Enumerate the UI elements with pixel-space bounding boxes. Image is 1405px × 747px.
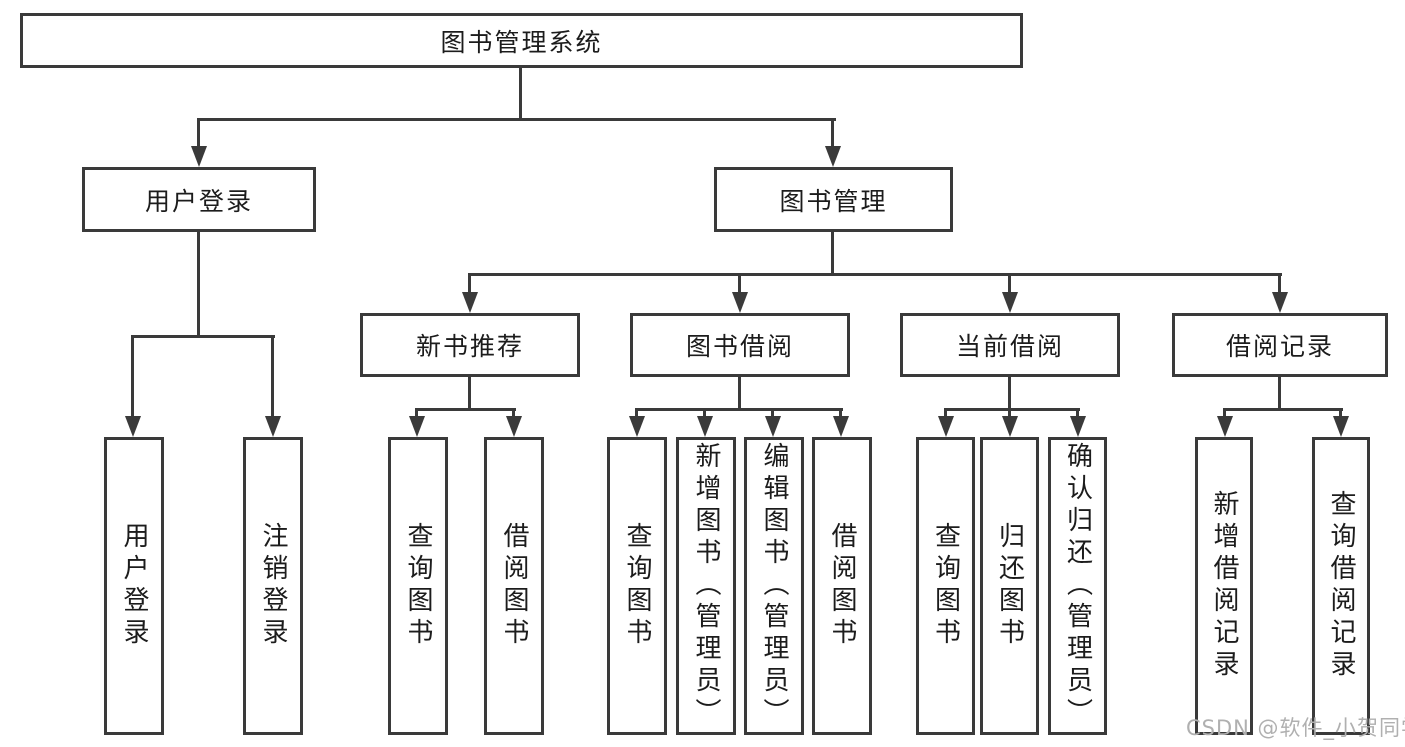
connector-line	[468, 376, 471, 411]
node-user-login: 用户登录	[82, 167, 316, 232]
arrow-down-icon	[629, 416, 645, 437]
connector-line	[831, 120, 834, 148]
node-label: 新增图书（管理员）	[691, 442, 721, 730]
node-label: 查询图书	[930, 522, 961, 650]
connector-line	[944, 408, 1080, 411]
connector-line	[197, 118, 836, 121]
connector-line	[131, 335, 275, 338]
connector-line	[197, 120, 200, 148]
node-borrow-books: 借阅图书	[812, 437, 872, 735]
connector-line	[415, 410, 418, 419]
arrow-down-icon	[765, 416, 781, 437]
connector-line	[415, 408, 516, 411]
connector-line	[512, 410, 515, 419]
connector-line	[468, 273, 1282, 276]
connector-line	[1339, 410, 1342, 419]
connector-line	[635, 408, 843, 411]
arrow-down-icon	[697, 416, 713, 437]
csdn-watermark: CSDN @软件_小贺同学	[1186, 716, 1405, 740]
node-label: 新增借阅记录	[1209, 490, 1239, 682]
node-book-borrow: 图书借阅	[630, 313, 850, 377]
arrow-down-icon	[1070, 416, 1086, 437]
connector-line	[1278, 376, 1281, 411]
connector-line	[738, 376, 741, 411]
node-label: 查询借阅记录	[1326, 490, 1356, 682]
node-logout: 注销登录	[243, 437, 303, 735]
node-book-management: 图书管理	[714, 167, 953, 232]
connector-line	[1223, 410, 1226, 419]
node-label: 用户登录	[119, 522, 149, 650]
node-borrow-records: 借阅记录	[1172, 313, 1388, 377]
arrow-down-icon	[1272, 292, 1288, 313]
node-recommend-query-books: 查询图书	[388, 437, 448, 735]
node-label: 借阅记录	[1225, 332, 1334, 361]
connector-line	[738, 275, 741, 294]
arrow-down-icon	[1002, 292, 1018, 313]
arrow-down-icon	[506, 416, 522, 437]
node-query-borrow-record: 查询借阅记录	[1312, 437, 1370, 735]
arrow-down-icon	[1333, 416, 1349, 437]
node-label: 确认归还（管理员）	[1062, 442, 1093, 730]
arrow-down-icon	[833, 416, 849, 437]
arrow-down-icon	[409, 416, 425, 437]
connector-line	[1008, 275, 1011, 294]
connector-line	[831, 231, 834, 276]
connector-line	[1076, 410, 1079, 419]
connector-line	[703, 410, 706, 419]
arrow-down-icon	[462, 292, 478, 313]
node-label: 图书借阅	[685, 332, 794, 361]
node-library-system: 图书管理系统	[20, 13, 1023, 68]
connector-line	[1008, 376, 1011, 411]
node-current-borrow: 当前借阅	[900, 313, 1120, 377]
node-add-borrow-record: 新增借阅记录	[1195, 437, 1253, 735]
connector-line	[271, 337, 274, 417]
arrow-down-icon	[125, 416, 141, 437]
node-recommend-borrow-books: 借阅图书	[484, 437, 544, 735]
node-label: 查询图书	[622, 522, 652, 650]
node-add-books-admin: 新增图书（管理员）	[676, 437, 736, 735]
arrow-down-icon	[191, 146, 207, 167]
arrow-down-icon	[265, 416, 281, 437]
node-label: 注销登录	[258, 522, 288, 650]
connector-line	[944, 410, 947, 419]
arrow-down-icon	[825, 146, 841, 167]
node-label: 用户登录	[144, 186, 253, 216]
node-label: 借阅图书	[499, 522, 529, 650]
connector-line	[635, 410, 638, 419]
node-label: 编辑图书（管理员）	[759, 442, 789, 730]
connector-line	[519, 66, 522, 121]
node-label: 新书推荐	[415, 332, 524, 361]
node-confirm-return-admin: 确认归还（管理员）	[1048, 437, 1107, 735]
connector-line	[839, 410, 842, 419]
node-label: 图书管理系统	[440, 27, 603, 57]
node-edit-books-admin: 编辑图书（管理员）	[744, 437, 804, 735]
connector-line	[771, 410, 774, 419]
arrow-down-icon	[732, 292, 748, 313]
node-label: 归还图书	[994, 522, 1025, 650]
node-label: 借阅图书	[827, 522, 857, 650]
connector-line	[131, 337, 134, 417]
connector-line	[197, 231, 200, 338]
node-return-books: 归还图书	[980, 437, 1039, 735]
node-borrow-query-books: 查询图书	[607, 437, 667, 735]
node-current-query-books: 查询图书	[916, 437, 975, 735]
arrow-down-icon	[1217, 416, 1233, 437]
node-label: 查询图书	[403, 522, 433, 650]
node-new-book-recommend: 新书推荐	[360, 313, 580, 377]
arrow-down-icon	[938, 416, 954, 437]
arrow-down-icon	[1002, 416, 1018, 437]
connector-line	[468, 275, 471, 294]
connector-line	[1008, 410, 1011, 419]
node-label: 当前借阅	[955, 332, 1064, 361]
node-user-login-leaf: 用户登录	[104, 437, 164, 735]
node-label: 图书管理	[779, 186, 888, 216]
connector-line	[1278, 275, 1281, 294]
connector-line	[1223, 408, 1343, 411]
